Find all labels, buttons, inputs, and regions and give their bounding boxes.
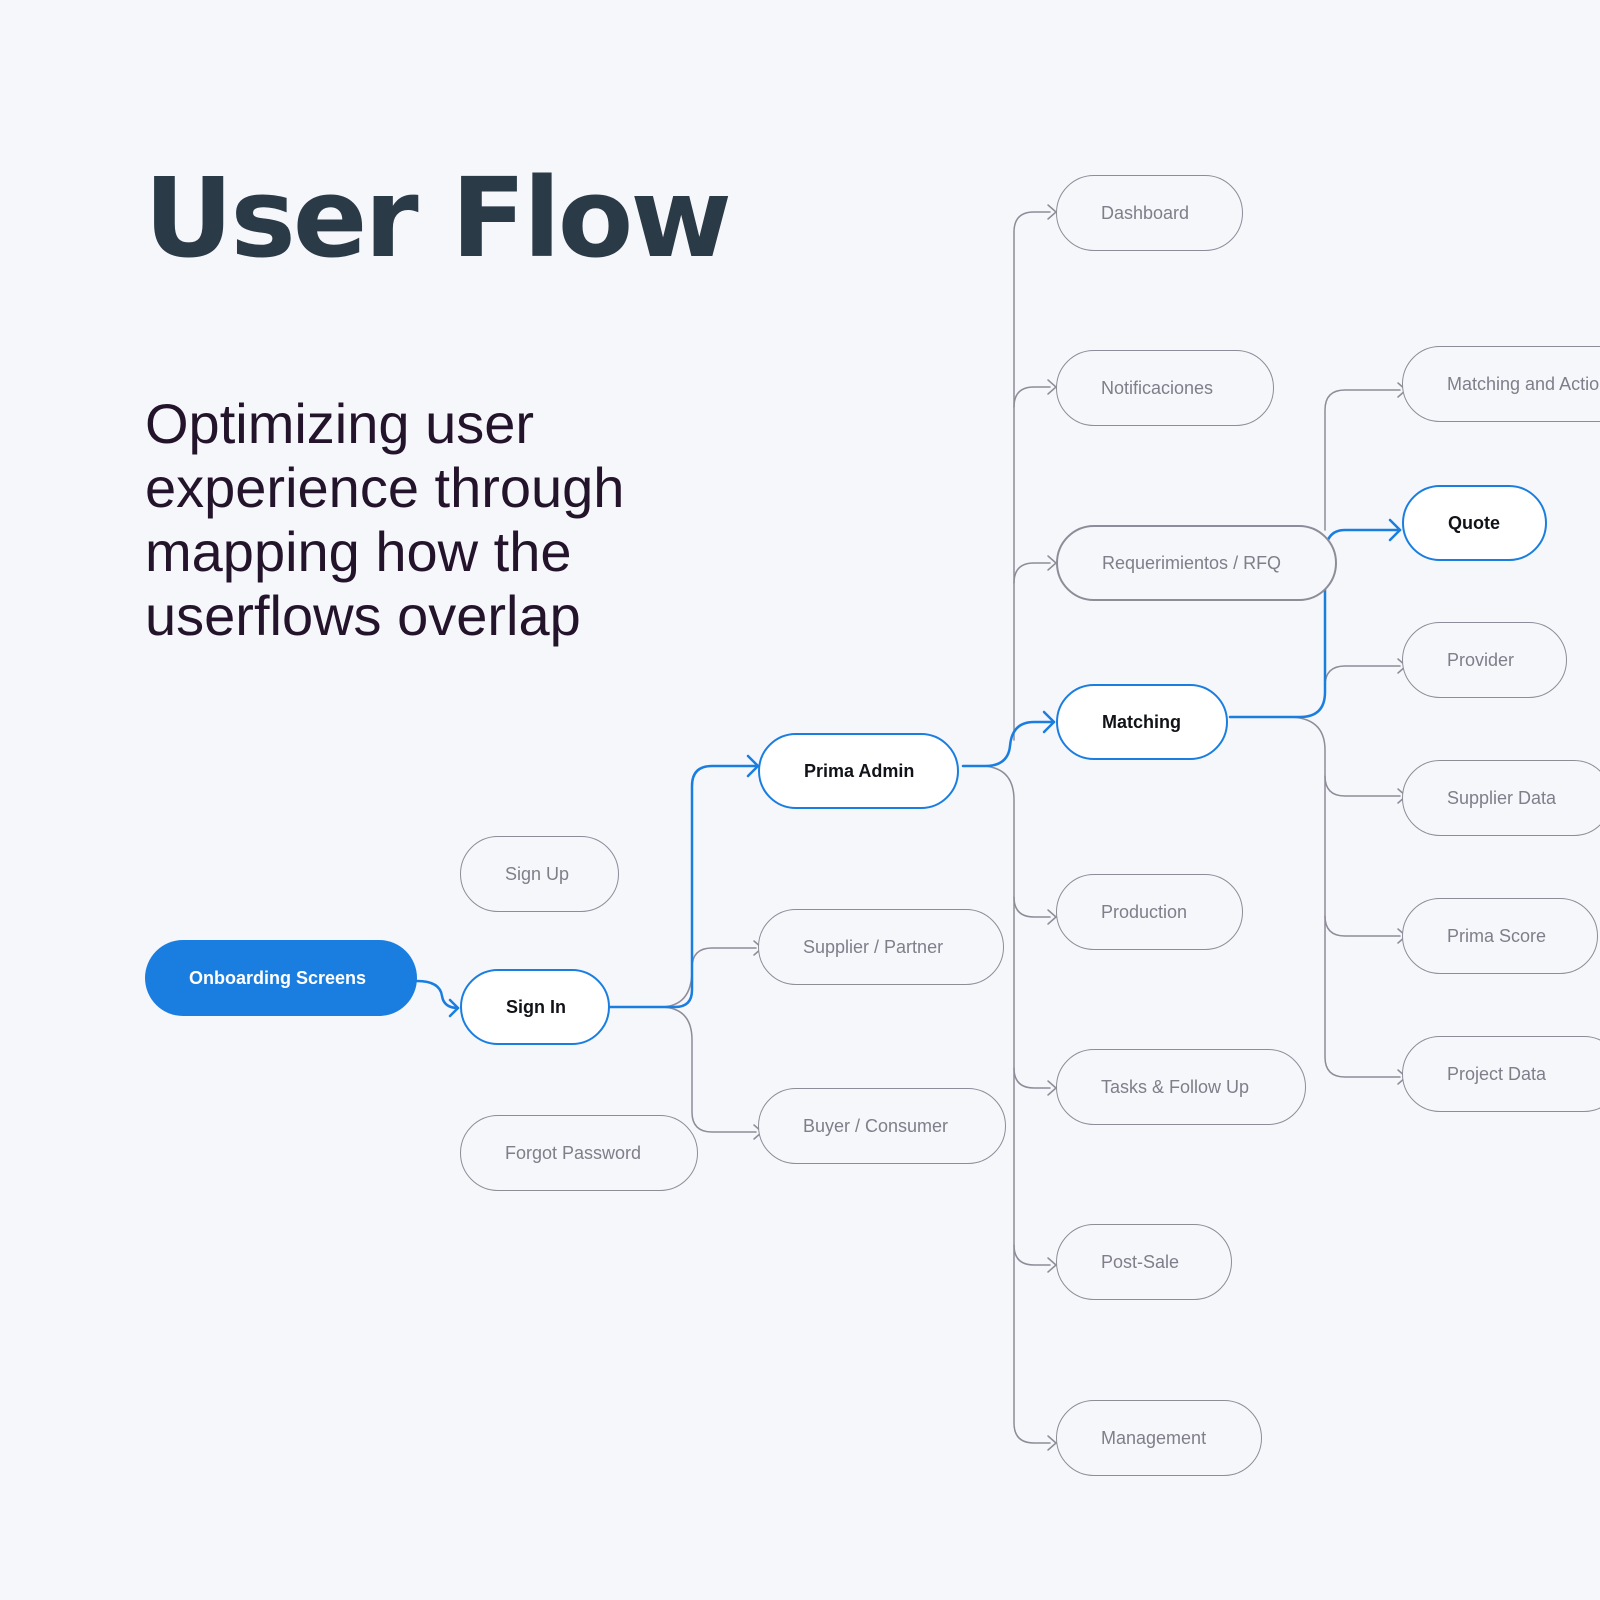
node-project-data[interactable]: Project Data — [1402, 1036, 1600, 1112]
node-buyer-consumer[interactable]: Buyer / Consumer — [758, 1088, 1006, 1164]
connector-to-prima-score — [1324, 915, 1401, 937]
node-forgot-password[interactable]: Forgot Password — [460, 1115, 698, 1191]
node-matching-and-actions[interactable]: Matching and Actions — [1402, 346, 1600, 422]
node-dashboard[interactable]: Dashboard — [1056, 175, 1243, 251]
connector-to-provider — [1324, 665, 1401, 689]
page-title: User Flow — [144, 154, 732, 282]
connector-matching-trunk-up — [1324, 389, 1401, 531]
node-provider[interactable]: Provider — [1402, 622, 1567, 698]
connector-to-postsale — [1013, 1244, 1051, 1266]
connector-to-requerimientos — [1013, 562, 1051, 584]
connector-to-tasks — [1013, 1067, 1051, 1089]
node-production[interactable]: Production — [1056, 874, 1243, 950]
connector-admin-matching — [961, 720, 1056, 768]
node-supplier-partner[interactable]: Supplier / Partner — [758, 909, 1004, 985]
node-notificaciones[interactable]: Notificaciones — [1056, 350, 1274, 426]
connector-to-production — [1013, 896, 1051, 918]
node-supplier-data[interactable]: Supplier Data — [1402, 760, 1600, 836]
connector-to-notificaciones — [1013, 386, 1051, 408]
connector-admin-trunk — [979, 765, 1051, 1444]
connector-onboarding-signin — [415, 979, 460, 1010]
connector-matching-trunk-down — [1287, 716, 1401, 1078]
node-matching[interactable]: Matching — [1056, 684, 1228, 760]
connector-admin-trunk-up — [1013, 211, 1051, 741]
connector-signin-supplier — [659, 947, 757, 1008]
connector-to-supplier-data — [1324, 775, 1401, 797]
node-requerimientos-rfq[interactable]: Requerimientos / RFQ — [1056, 525, 1337, 601]
node-tasks-follow-up[interactable]: Tasks & Follow Up — [1056, 1049, 1306, 1125]
node-quote[interactable]: Quote — [1402, 485, 1547, 561]
node-prima-score[interactable]: Prima Score — [1402, 898, 1598, 974]
node-sign-up[interactable]: Sign Up — [460, 836, 619, 912]
node-onboarding-screens[interactable]: Onboarding Screens — [145, 940, 417, 1016]
connector-signin-admin — [608, 764, 760, 1009]
page-subtitle: Optimizing user experience through mappi… — [145, 392, 625, 647]
node-post-sale[interactable]: Post-Sale — [1056, 1224, 1232, 1300]
node-prima-admin[interactable]: Prima Admin — [758, 733, 959, 809]
connector-signin-buyer — [659, 1006, 757, 1133]
node-sign-in[interactable]: Sign In — [460, 969, 610, 1045]
connector-matching-quote — [1228, 528, 1402, 719]
node-management[interactable]: Management — [1056, 1400, 1262, 1476]
